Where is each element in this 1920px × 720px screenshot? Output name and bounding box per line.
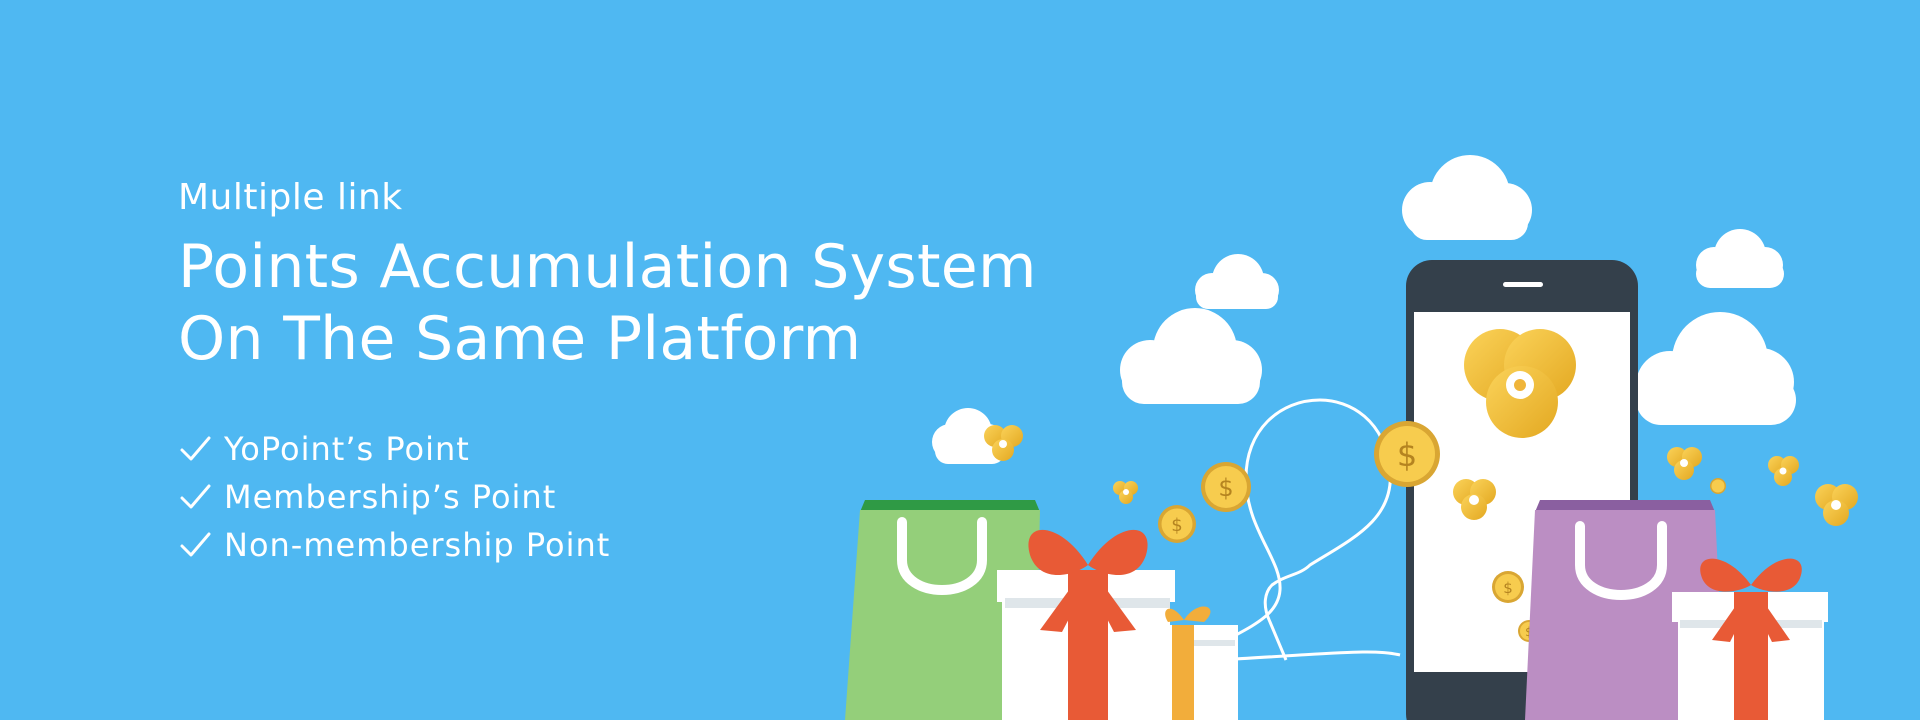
yopoint-logo-icon xyxy=(1815,484,1858,526)
yopoint-logo-icon xyxy=(1667,447,1702,480)
hero-copy: Multiple link Points Accumulation System… xyxy=(178,176,1037,569)
headline-line: On The Same Platform xyxy=(178,304,862,375)
cloud-icon xyxy=(1120,308,1262,404)
yopoint-logo-icon xyxy=(1453,479,1496,520)
eyebrow-text: Multiple link xyxy=(178,177,403,218)
shopping-bag-icon xyxy=(845,500,1040,720)
headline-line: Points Accumulation System xyxy=(178,232,1037,303)
svg-text:$: $ xyxy=(1503,579,1513,597)
checkmark-icon xyxy=(180,532,211,557)
cloud-icon xyxy=(1696,229,1784,288)
svg-text:$: $ xyxy=(1218,474,1233,502)
list-item-label: Non-membership Point xyxy=(224,526,611,565)
list-item-label: Membership’s Point xyxy=(224,478,557,517)
yopoint-logo-icon xyxy=(1464,329,1576,438)
coin-icon: $ xyxy=(1492,571,1524,603)
coin-icon: $ xyxy=(1158,505,1196,543)
yopoint-logo-icon xyxy=(1768,456,1799,486)
gift-box-icon xyxy=(1165,606,1238,720)
list-item-label: YoPoint’s Point xyxy=(224,430,470,469)
coin-icon: $ xyxy=(1374,421,1440,487)
gift-box-icon xyxy=(997,529,1175,720)
feature-list: YoPoint’s Point Membership’s Point Non-m… xyxy=(178,425,1037,569)
yopoint-logo-icon xyxy=(1113,481,1138,504)
coin-icon xyxy=(1710,478,1726,494)
cloud-icon xyxy=(1636,312,1796,425)
checkmark-icon xyxy=(180,484,211,509)
checkmark-icon xyxy=(180,436,211,461)
svg-text:$: $ xyxy=(1397,436,1417,474)
page-title: Points Accumulation System On The Same P… xyxy=(178,231,1037,375)
gift-box-icon xyxy=(1672,558,1828,720)
person-outline-icon xyxy=(1209,398,1392,661)
list-item: Non-membership Point xyxy=(178,521,1037,569)
list-item: YoPoint’s Point xyxy=(178,425,1037,473)
shopping-bag-icon xyxy=(1525,500,1725,720)
yopoint-logo-icon xyxy=(984,425,1023,461)
list-item: Membership’s Point xyxy=(178,473,1037,521)
cloud-icon xyxy=(1402,155,1532,240)
svg-text:$: $ xyxy=(1171,515,1182,536)
svg-text:$: $ xyxy=(1525,625,1533,639)
coin-icon: $ xyxy=(1201,462,1251,512)
cloud-icon xyxy=(1195,254,1279,309)
